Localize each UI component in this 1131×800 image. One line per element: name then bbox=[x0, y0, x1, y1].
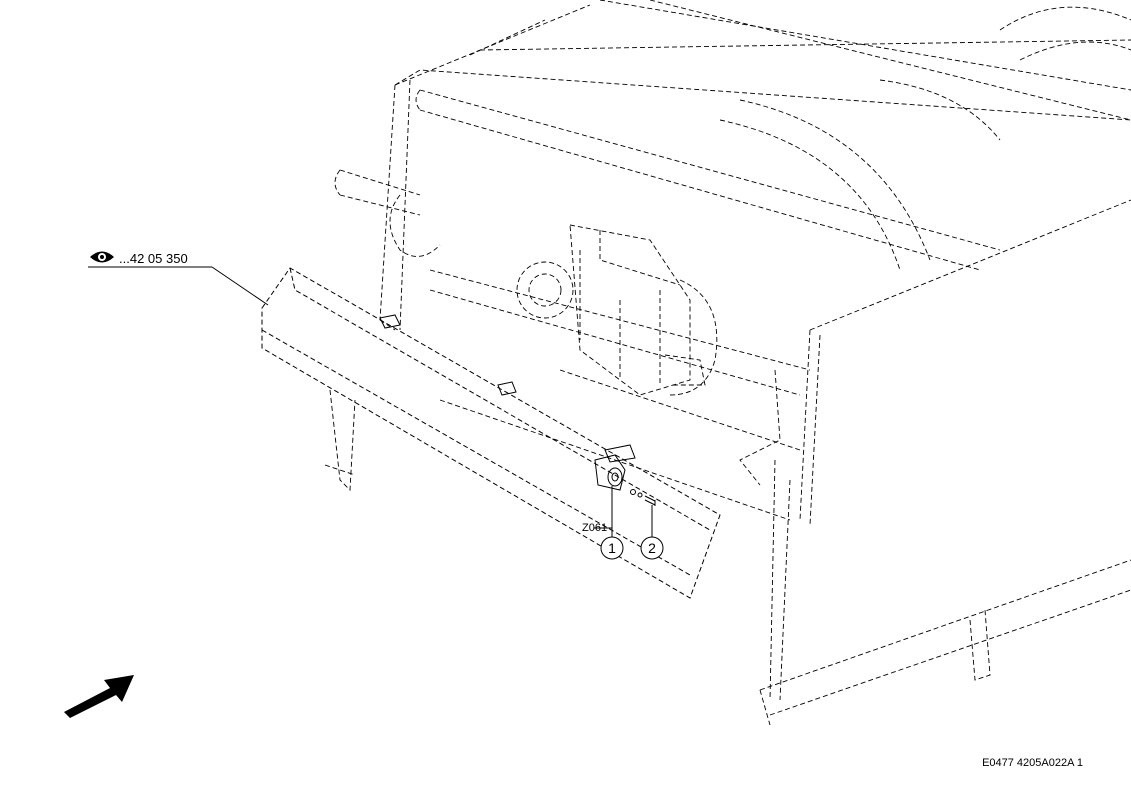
reference-callout[interactable]: ...42 05 350 bbox=[88, 251, 269, 306]
callout-1-number: 1 bbox=[608, 540, 616, 556]
callout-1-circle bbox=[600, 536, 624, 560]
component-code-label: Z061 bbox=[582, 522, 607, 534]
travel-direction-arrow-icon bbox=[64, 675, 134, 718]
callout-2[interactable]: 2 bbox=[640, 505, 664, 560]
reference-leader-line bbox=[211, 266, 269, 306]
callout-1[interactable]: Z061 1 bbox=[582, 486, 624, 560]
drawing-code: E0477 4205A022A 1 bbox=[982, 757, 1083, 769]
callout-2-number: 2 bbox=[648, 540, 656, 556]
sensor-z061-drawing bbox=[594, 454, 656, 506]
machine-frame bbox=[324, 0, 1131, 726]
callout-2-circle bbox=[640, 536, 664, 560]
front-beam bbox=[261, 267, 721, 599]
reference-number: ...42 05 350 bbox=[119, 251, 188, 266]
eye-icon bbox=[90, 251, 114, 263]
